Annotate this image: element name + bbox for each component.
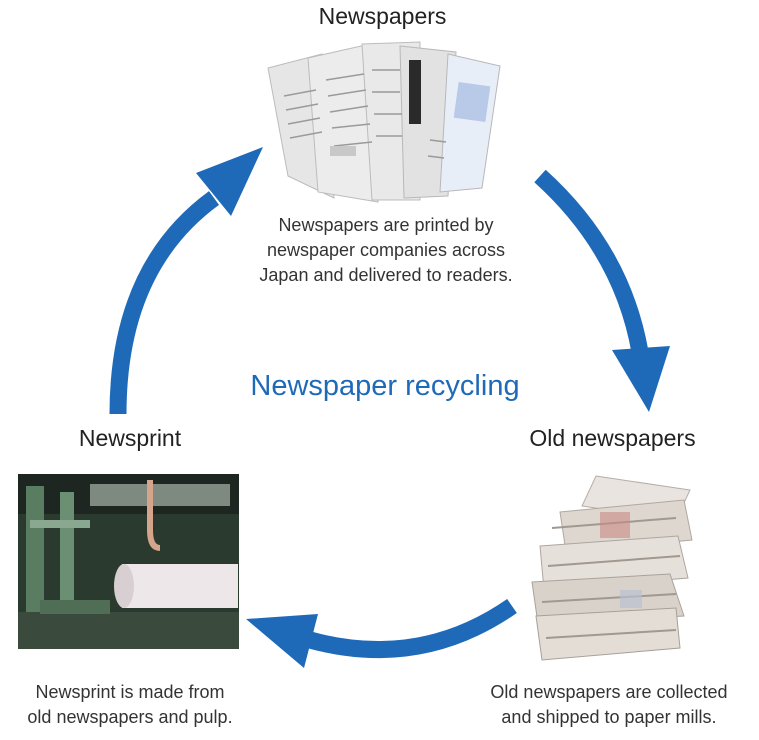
newsprint-description-line: Newsprint is made from (35, 682, 225, 702)
newsprint-description-line: old newspapers and pulp. (27, 707, 233, 727)
newspapers-description-line: Newspapers are printed by (278, 215, 494, 235)
old-newspapers-description: Old newspapers are collected and shipped… (459, 680, 759, 730)
arrowhead-to-newspapers (196, 147, 263, 216)
arrowhead-to-old-newspapers (612, 346, 670, 412)
center-label: Newspaper recycling (250, 370, 520, 402)
newspapers-description: Newspapers are printed by newspaper comp… (196, 213, 576, 288)
arrow-to-newsprint (307, 599, 517, 659)
newspapers-description-line: newspaper companies across (266, 240, 506, 260)
newspapers-photo (267, 41, 501, 203)
arrowhead-to-newsprint (246, 614, 318, 668)
newspapers-title: Newspapers (318, 3, 447, 29)
old-newspapers-title: Old newspapers (529, 425, 696, 451)
newsprint-description: Newsprint is made from old newspapers an… (0, 680, 260, 730)
old-newspapers-description-line: and shipped to paper mills. (501, 707, 717, 727)
arrow-to-old-newspapers (534, 169, 649, 354)
newspapers-description-line: Japan and delivered to readers. (259, 265, 513, 285)
old-newspapers-description-line: Old newspapers are collected (490, 682, 728, 702)
arrow-to-newspapers (109, 191, 220, 415)
newsprint-photo (18, 474, 239, 649)
old-newspapers-photo (531, 475, 693, 661)
newsprint-title: Newsprint (78, 425, 182, 451)
